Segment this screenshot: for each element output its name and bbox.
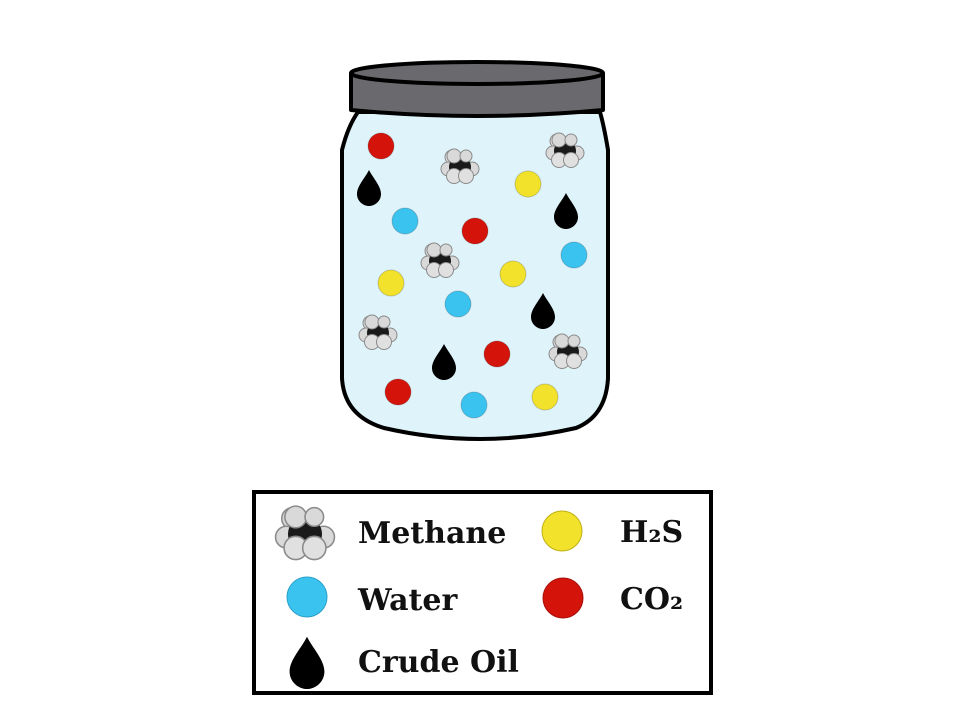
legend-box (252, 490, 713, 695)
h2s-molecule (514, 170, 542, 198)
jar-contents (357, 132, 588, 419)
legend-label-co2: CO₂ (620, 582, 683, 617)
legend-label-methane: Methane (358, 516, 506, 551)
legend-item-h2s: H₂S (541, 510, 683, 552)
legend-label-h2s: H₂S (620, 515, 683, 550)
legend-item-co2: CO₂ (542, 577, 683, 619)
water-molecule (444, 290, 472, 318)
co2-molecule (461, 217, 489, 245)
jar-lid (349, 60, 605, 118)
yellow-circle-icon (541, 510, 583, 552)
h2s-molecule (531, 383, 559, 411)
legend-item-crude-oil: Crude Oil (289, 636, 519, 689)
water-molecule (460, 391, 488, 419)
legend-item-water: Water (286, 576, 458, 618)
jar-body (340, 110, 610, 441)
legend-item-methane: Methane (274, 505, 506, 561)
water-molecule (391, 207, 419, 235)
red-circle-icon (542, 577, 584, 619)
co2-molecule (483, 340, 511, 368)
h2s-molecule (377, 269, 405, 297)
h2s-molecule (499, 260, 527, 288)
water-molecule (560, 241, 588, 269)
legend-label-crude-oil: Crude Oil (358, 645, 519, 680)
co2-molecule (384, 378, 412, 406)
co2-molecule (367, 132, 395, 160)
blue-circle-icon (286, 576, 328, 618)
legend-label-water: Water (357, 583, 458, 618)
